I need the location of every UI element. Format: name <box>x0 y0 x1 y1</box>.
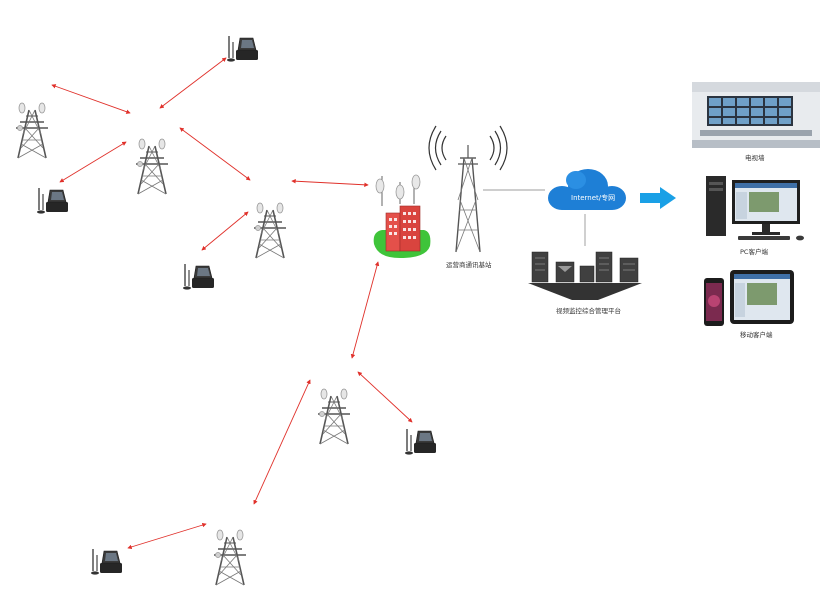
base-station-tower <box>428 125 508 253</box>
relay-tower-a <box>15 102 49 159</box>
video-wall <box>692 82 820 148</box>
link-tower-b-kit-left <box>59 141 127 183</box>
hub-building <box>373 174 431 258</box>
pc-client <box>706 176 804 241</box>
link-tower-d-kit <box>357 371 413 423</box>
relay-tower-d <box>317 388 351 445</box>
platform-label: 视频监控综合管理平台 <box>556 307 621 315</box>
link-tower-a-tower-b <box>51 84 131 114</box>
base-station-label: 运营商通讯基站 <box>446 261 492 269</box>
mobile-client-label: 移动客户端 <box>740 331 773 339</box>
link-tower-c-kit <box>201 211 249 251</box>
link-hub-tower-d <box>350 261 380 359</box>
relay-tower-b <box>135 138 169 195</box>
portable-terminal-bottom-right <box>404 428 437 456</box>
relay-tower-c <box>253 202 287 259</box>
link-tower-b-tower-c <box>179 127 251 181</box>
mobile-client <box>704 270 794 326</box>
portable-terminal-bottom-left <box>90 548 123 576</box>
output-arrow <box>640 187 676 209</box>
cloud-label: Internet/专网 <box>571 194 616 202</box>
management-platform <box>528 251 642 300</box>
link-tower-b-kit-top <box>159 57 227 109</box>
relay-tower-e <box>213 529 247 586</box>
portable-terminal-top <box>226 35 259 63</box>
links <box>51 57 586 550</box>
link-tower-d-tower-e <box>253 379 311 505</box>
link-tower-e-kit <box>127 522 207 550</box>
portable-terminal-mid <box>182 263 215 291</box>
link-tower-c-hub <box>291 178 369 188</box>
internet-cloud <box>548 169 626 210</box>
portable-terminal-left <box>36 187 69 215</box>
pc-client-label: PC客户端 <box>740 248 768 256</box>
video-wall-label: 电视墙 <box>745 154 765 162</box>
